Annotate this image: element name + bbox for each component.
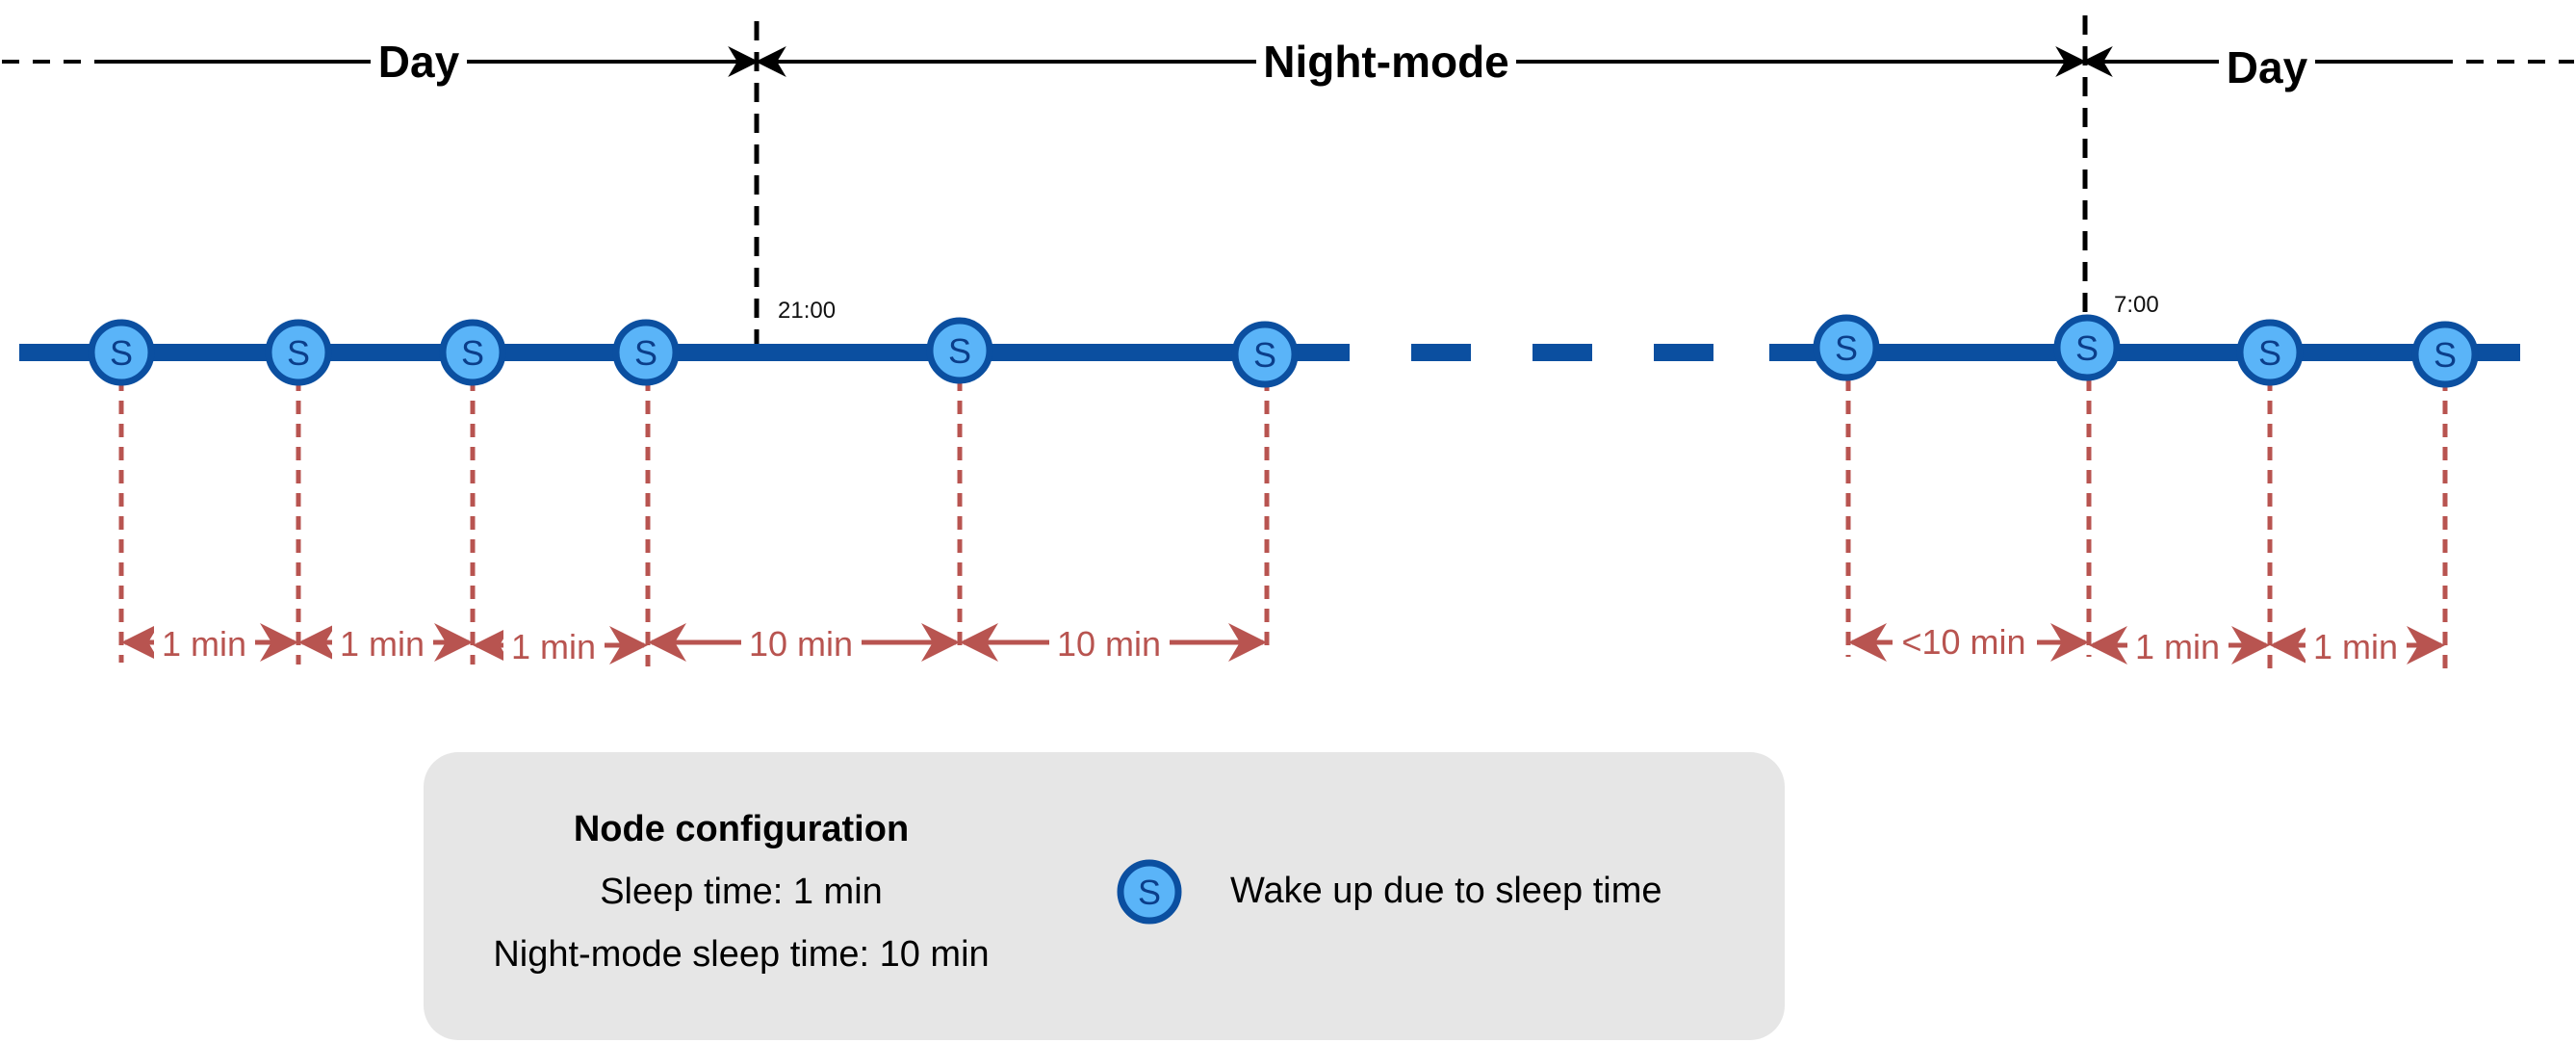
sleep-time-text: Sleep time: 1 min	[600, 872, 883, 912]
svg-text:S: S	[1253, 335, 1276, 375]
svg-text:S: S	[2258, 333, 2281, 373]
svg-text:S: S	[2434, 335, 2457, 375]
night-start-time: 21:00	[778, 298, 836, 324]
wake-up-node-legend-icon: S	[1117, 859, 1182, 925]
wake-up-node: S	[2053, 314, 2121, 381]
night-mode-label-bg	[1256, 33, 1516, 87]
interval-label: 1 min	[162, 624, 246, 664]
svg-text:S: S	[948, 331, 971, 371]
interval-drop-lines	[118, 378, 2448, 672]
day-right-label: Day	[2227, 42, 2308, 92]
svg-text:S: S	[1835, 328, 1858, 368]
interval-label: 1 min	[511, 627, 596, 666]
svg-text:S: S	[110, 333, 133, 373]
interval-labels: 1 min 1 min 1 min 10 min 10 min <10 min …	[154, 619, 2407, 666]
wake-up-node: S	[88, 319, 155, 386]
interval-label: 1 min	[2135, 627, 2220, 666]
wake-up-node: S	[265, 319, 332, 386]
config-title: Node configuration	[573, 809, 910, 849]
interval-label: <10 min	[1901, 622, 2025, 662]
wake-up-nodes: S S S S S S S S S S	[88, 314, 2479, 388]
wake-up-node: S	[612, 319, 680, 386]
wake-up-node: S	[1813, 314, 1880, 381]
day-right-label-bg	[2219, 39, 2315, 92]
night-end-time: 7:00	[2114, 292, 2159, 318]
svg-text:S: S	[634, 333, 657, 373]
interval-label: 1 min	[2313, 627, 2398, 666]
day-left-label-bg	[371, 35, 467, 85]
night-sleep-time-text: Night-mode sleep time: 10 min	[493, 934, 990, 975]
wake-up-node: S	[1231, 321, 1299, 388]
svg-text:S: S	[461, 333, 484, 373]
interval-label: 10 min	[749, 624, 853, 664]
interval-label: 10 min	[1057, 624, 1161, 664]
night-mode-label: Night-mode	[1263, 37, 1509, 87]
wake-up-node: S	[926, 317, 993, 384]
wake-up-node: S	[2411, 321, 2479, 388]
legend-box	[424, 752, 1785, 1040]
svg-text:S: S	[287, 333, 310, 373]
wake-up-node: S	[439, 319, 506, 386]
day-left-label: Day	[378, 37, 460, 87]
wake-up-node: S	[2236, 319, 2304, 386]
interval-label: 1 min	[340, 624, 425, 664]
period-arrows: Day Night-mode Day	[2, 33, 2574, 92]
svg-text:S: S	[2075, 328, 2099, 368]
wake-up-legend-label: Wake up due to sleep time	[1230, 871, 1662, 911]
node-configuration: Node configuration Sleep time: 1 min Nig…	[472, 809, 1011, 997]
svg-text:S: S	[1138, 873, 1161, 912]
